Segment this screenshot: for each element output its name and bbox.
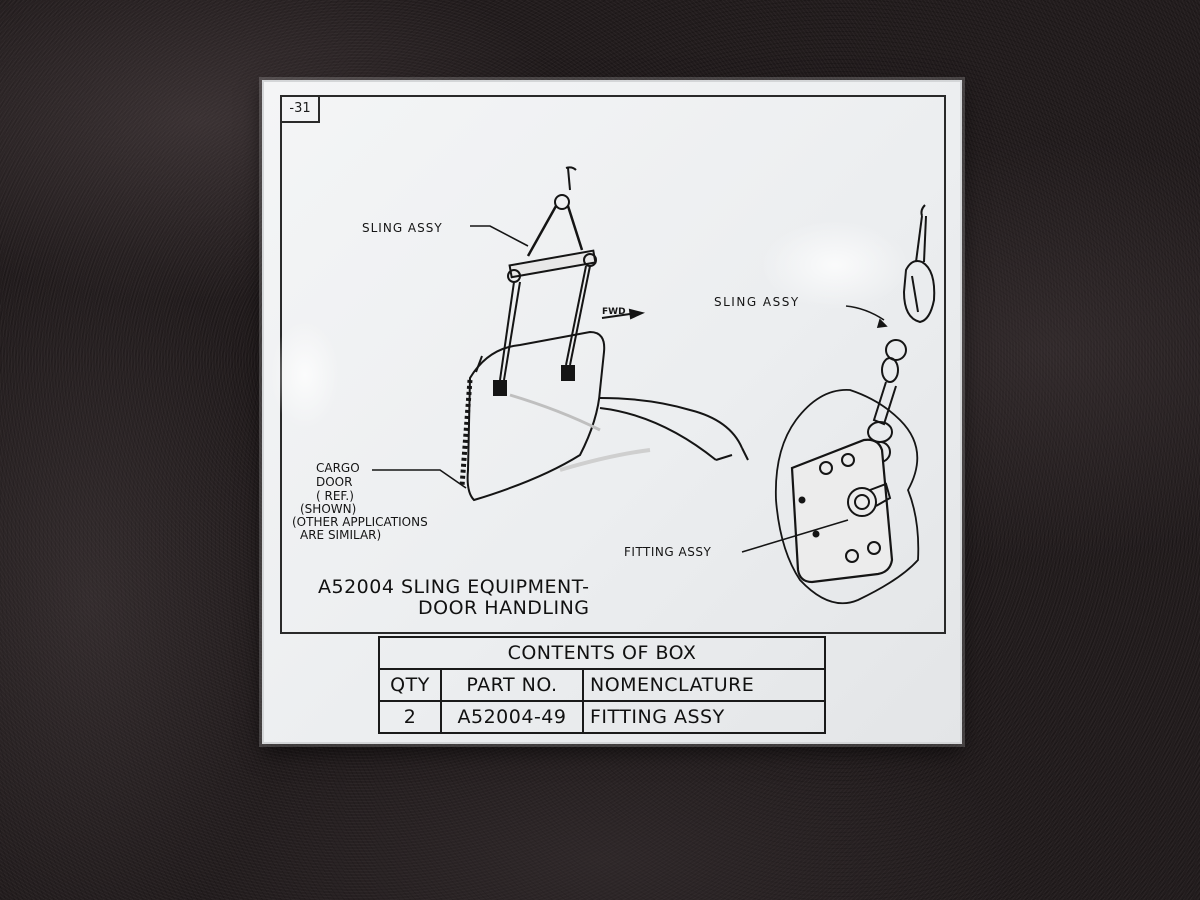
header-part-no: PART NO. — [440, 668, 584, 702]
svg-text:(SHOWN): (SHOWN) — [300, 502, 356, 516]
svg-text:(OTHER APPLICATIONS: (OTHER APPLICATIONS — [292, 515, 428, 529]
table-row: 2 A52004-49 FITTING ASSY — [378, 700, 826, 734]
header-nomenclature: NOMENCLATURE — [582, 668, 826, 702]
title-line-1: A52004 SLING EQUIPMENT- — [318, 576, 590, 598]
cell-nomenclature: FITTING ASSY — [582, 700, 826, 734]
svg-text:( REF.): ( REF.) — [316, 489, 354, 503]
title-line-2: DOOR HANDLING — [418, 597, 590, 619]
label-fitting-assy: FITTING ASSY — [624, 545, 711, 559]
label-sling-assy-right: SLING ASSY — [714, 295, 800, 309]
contents-header-row: QTY PART NO. NOMENCLATURE — [378, 668, 826, 702]
label-sling-assy-left: SLING ASSY — [362, 221, 443, 235]
header-qty: QTY — [378, 668, 442, 702]
sheet-number: -31 — [282, 97, 320, 123]
cell-qty: 2 — [378, 700, 442, 734]
contents-caption-row: CONTENTS OF BOX — [378, 636, 826, 670]
contents-table: CONTENTS OF BOX QTY PART NO. NOMENCLATUR… — [378, 636, 826, 734]
svg-text:CARGO: CARGO — [316, 461, 360, 475]
cargo-door-drawing — [459, 330, 749, 502]
fwd-arrow — [601, 308, 646, 320]
contents-caption: CONTENTS OF BOX — [378, 636, 826, 670]
fitting-assy-drawing — [774, 204, 936, 605]
label-cargo-door: CARGO DOOR ( REF.) (SHOWN) (OTHER APPLIC… — [292, 461, 428, 542]
leader-lines-left — [372, 225, 529, 489]
svg-text:DOOR: DOOR — [316, 475, 352, 489]
svg-text:ARE SIMILAR): ARE SIMILAR) — [300, 528, 381, 542]
cell-part-no: A52004-49 — [440, 700, 584, 734]
sling-assy-left-drawing — [493, 166, 597, 396]
label-fwd: FWD — [602, 307, 626, 317]
